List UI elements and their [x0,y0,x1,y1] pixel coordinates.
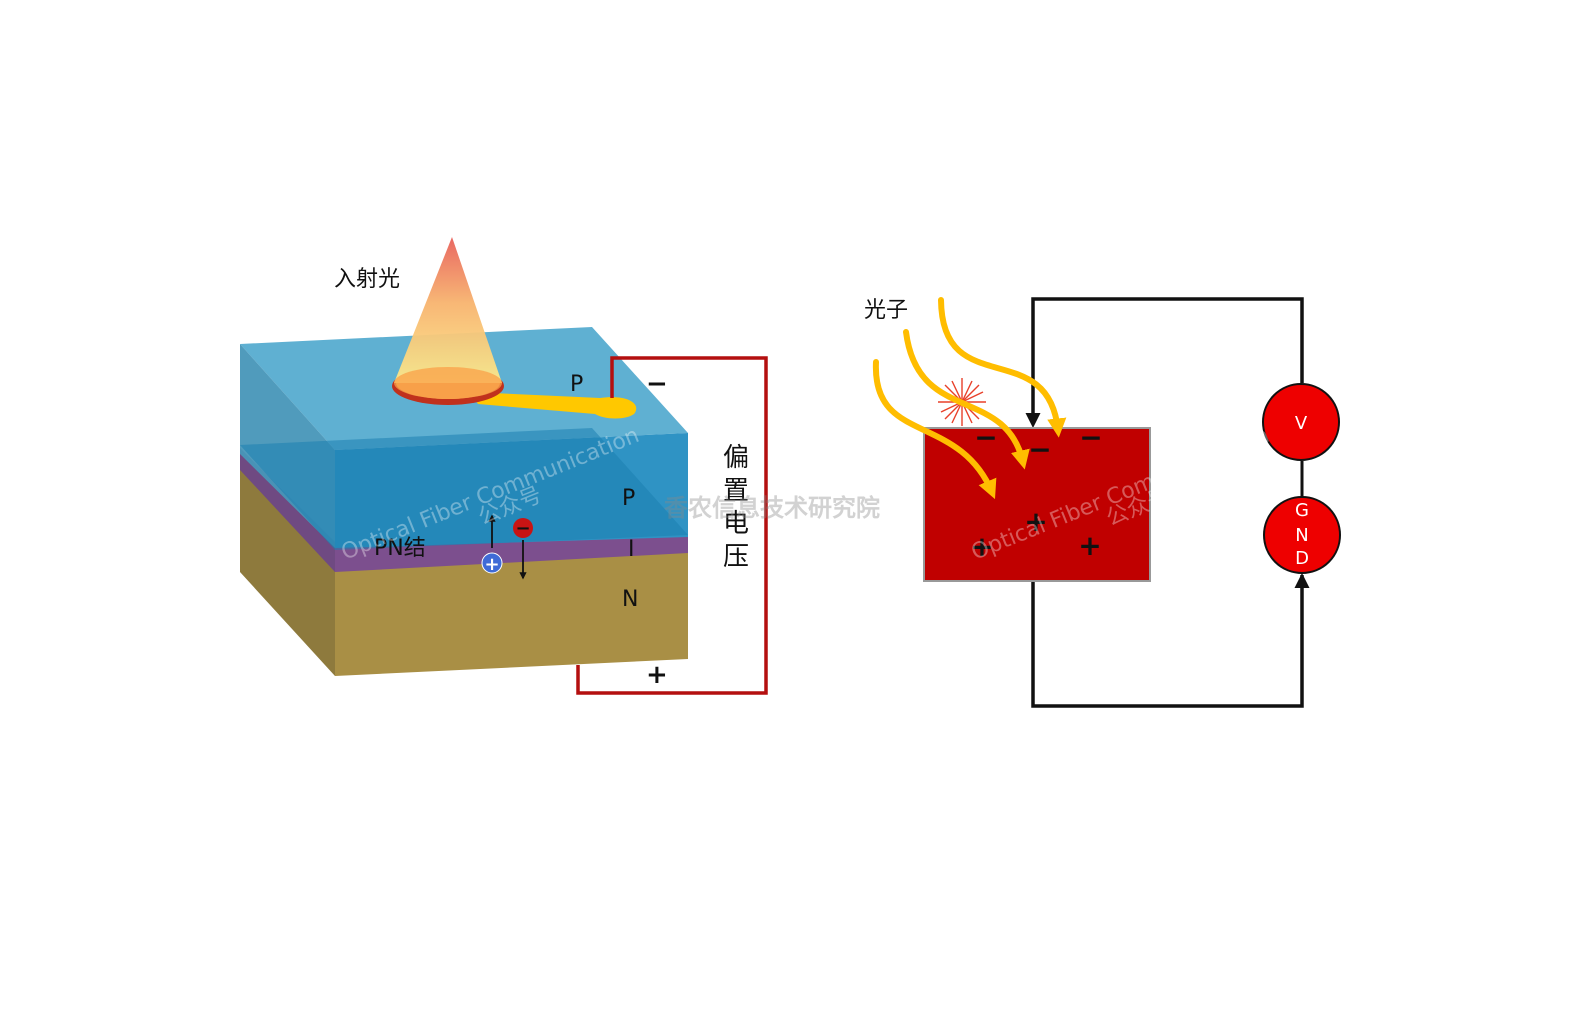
bottom-charge-1: + [970,530,993,563]
contact-plus: + [646,660,668,690]
p-layer-inner-band [240,428,688,550]
bias-voltage-char-3: 电 [723,509,749,539]
ground-terminal [1263,496,1341,574]
top-charge-2: − [1028,433,1051,466]
electron-carrier [513,518,533,538]
pn-layer-left-face [240,448,335,572]
bias-circuit-wire [576,356,768,695]
top-metal-contact [470,392,637,419]
bias-voltage-label: 偏 置 电 压 [723,443,749,572]
layer-p-label: P [622,486,635,511]
bottom-charge-3: + [1078,529,1101,562]
bias-voltage-char-4: 压 [723,542,749,572]
photon-arrow-3 [938,297,1067,438]
hole-symbol: + [484,554,499,575]
watermark-center: 香农信息技术研究院 [664,494,880,522]
n-layer-front-face [335,552,688,676]
top-charge-1: − [974,421,997,454]
ground-label-g: G [1295,500,1309,521]
photon-label: 光子 [864,298,908,323]
hole-carrier [481,552,503,574]
layer-n-label: N [622,587,638,612]
electron-symbol: − [515,518,530,539]
circuit-wire-bottom [1031,575,1304,708]
bias-voltage-char-1: 偏 [723,443,749,473]
contact-minus: − [646,369,668,399]
pin-diode-block: 入射光 P P I N PN结 + − − + 偏 置 电 压 [240,237,768,695]
incident-light-cone [394,237,502,383]
top-charge-3: − [1079,421,1102,454]
incident-light-label: 入射光 [334,267,400,292]
bottom-charge-2: + [1024,505,1047,538]
bias-voltage-char-2: 置 [723,476,749,506]
voltmeter-label: V [1295,413,1308,434]
voltmeter [1262,383,1340,461]
top-p-label: P [570,372,583,397]
photon-arrow-2 [903,329,1030,470]
n-layer-left-face [240,468,335,676]
photon-circuit: − − − + + + 光子 V G N D [864,297,1341,708]
photon-arrow-1 [872,359,997,500]
light-cone-base [394,367,502,399]
ground-label-n: N [1295,525,1308,546]
ground-label-d: D [1295,548,1309,569]
layer-i-label: I [628,537,635,562]
circuit-wire-top [1031,297,1304,420]
pn-junction-label: PN结 [374,536,426,561]
